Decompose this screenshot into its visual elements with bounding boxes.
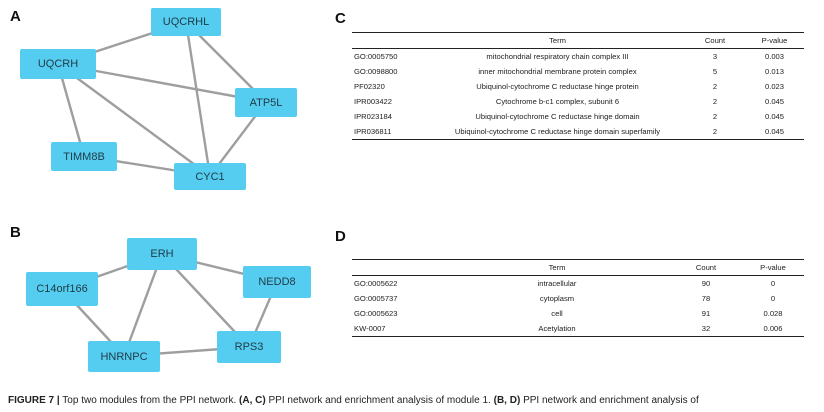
header-term: Term	[549, 36, 566, 45]
cell-id: GO:0005750	[354, 52, 398, 61]
header-pvalue: P-value	[761, 36, 788, 45]
cell-pvalue: 0.003	[764, 52, 784, 61]
header-count: Count	[695, 263, 717, 272]
cell-id: GO:0098800	[354, 67, 398, 76]
table-row: GO:0005737 cytoplasm 78 0	[352, 291, 804, 306]
caption-text-3: PPI network and enrichment analysis of	[520, 395, 699, 406]
header-id	[352, 33, 430, 49]
cell-pvalue: 0.023	[764, 82, 784, 91]
cell-id: PF02320	[354, 82, 385, 91]
caption-ref-ac: (A, C)	[239, 395, 266, 406]
cell-term: Ubiquinol-cytochrome C reductase hinge p…	[476, 82, 639, 91]
cell-term: Ubiquinol-cytochrome C reductase hinge d…	[475, 112, 640, 121]
panel-label-d: D	[335, 228, 346, 245]
cell-term: cytoplasm	[539, 294, 575, 303]
cell-id: IPR023184	[354, 112, 392, 121]
node-cyc1: CYC1	[174, 163, 246, 190]
cell-term: Ubiquinol-cytochrome C reductase hinge d…	[454, 127, 661, 136]
node-hnrnpc: HNRNPC	[88, 341, 160, 372]
cell-count: 32	[701, 324, 711, 333]
cell-count: 78	[701, 294, 711, 303]
cell-pvalue: 0	[770, 294, 776, 303]
table-row: IPR036811 Ubiquinol-cytochrome C reducta…	[352, 124, 804, 140]
cell-count: 2	[712, 97, 718, 106]
header-count: Count	[704, 36, 726, 45]
header-id	[352, 260, 444, 276]
enrichment-table-c: Term Count P-value GO:0005750 mitochondr…	[352, 32, 804, 140]
header-pvalue: P-value	[760, 263, 786, 272]
panel-label-b: B	[10, 224, 21, 241]
panel-label-a: A	[10, 8, 21, 25]
edge-erh-hnrnpc	[122, 253, 164, 357]
enrichment-table-d: Term Count P-value GO:0005622 intracellu…	[352, 259, 804, 337]
cell-count: 2	[712, 82, 718, 91]
cell-term: mitochondrial respiratory chain complex …	[486, 52, 629, 61]
node-atp5l: ATP5L	[235, 88, 297, 117]
table-row: GO:0005750 mitochondrial respiratory cha…	[352, 49, 804, 65]
cell-count: 90	[701, 279, 711, 288]
cell-count: 2	[712, 112, 718, 121]
table-header: Term Count P-value	[352, 32, 804, 49]
header-term: Term	[548, 263, 566, 272]
node-rps3: RPS3	[217, 331, 281, 363]
cell-term: inner mitochondrial membrane protein com…	[478, 67, 637, 76]
node-timm8b: TIMM8B	[51, 142, 117, 171]
node-nedd8: NEDD8	[243, 266, 311, 298]
cell-term: Cytochrome b-c1 complex, subunit 6	[495, 97, 620, 106]
figure-caption: FIGURE 7 | Top two modules from the PPI …	[8, 395, 818, 406]
cell-pvalue: 0.013	[764, 67, 784, 76]
cell-pvalue: 0.028	[763, 309, 783, 318]
cell-pvalue: 0.045	[764, 127, 784, 136]
cell-id: GO:0005623	[354, 309, 398, 318]
cell-count: 2	[712, 127, 718, 136]
caption-label: FIGURE 7 |	[8, 395, 60, 406]
cell-term: Acetylation	[538, 324, 576, 333]
cell-pvalue: 0	[770, 279, 776, 288]
cell-count: 91	[701, 309, 711, 318]
caption-ref-bd: (B, D)	[493, 395, 521, 406]
caption-text-1: Top two modules from the PPI network.	[59, 395, 240, 406]
table-row: IPR023184 Ubiquinol-cytochrome C reducta…	[352, 109, 804, 124]
cell-term: intracellular	[537, 279, 577, 288]
cell-id: IPR036811	[354, 127, 392, 136]
cell-count: 3	[712, 52, 718, 61]
edge-uqcrh-cyc1	[57, 63, 211, 177]
table-row: GO:0005622 intracellular 90 0	[352, 276, 804, 292]
panel-label-c: C	[335, 10, 346, 27]
edge-uqcrh-timm8b	[56, 63, 86, 157]
table-row: KW-0007 Acetylation 32 0.006	[352, 321, 804, 337]
caption-text-2: PPI network and enrichment analysis of m…	[265, 395, 494, 406]
table-row: PF02320 Ubiquinol-cytochrome C reductase…	[352, 79, 804, 94]
node-uqcrh: UQCRH	[20, 49, 96, 79]
edge-uqcrhl-cyc1	[184, 21, 212, 177]
table-row: GO:0005623 cell 91 0.028	[352, 306, 804, 321]
cell-id: GO:0005737	[354, 294, 398, 303]
cell-pvalue: 0.006	[763, 324, 783, 333]
cell-id: IPR003422	[354, 97, 392, 106]
table-row: IPR003422 Cytochrome b-c1 complex, subun…	[352, 94, 804, 109]
cell-id: KW-0007	[354, 324, 386, 333]
cell-pvalue: 0.045	[764, 112, 784, 121]
table-header: Term Count P-value	[352, 259, 804, 276]
node-uqcrhl: UQCRHL	[151, 8, 221, 36]
table-row: GO:0098800 inner mitochondrial membrane …	[352, 64, 804, 79]
node-erh: ERH	[127, 238, 197, 270]
cell-term: cell	[551, 309, 563, 318]
cell-id: GO:0005622	[354, 279, 398, 288]
cell-count: 5	[712, 67, 718, 76]
node-c14orf166: C14orf166	[26, 272, 98, 306]
cell-pvalue: 0.045	[764, 97, 784, 106]
